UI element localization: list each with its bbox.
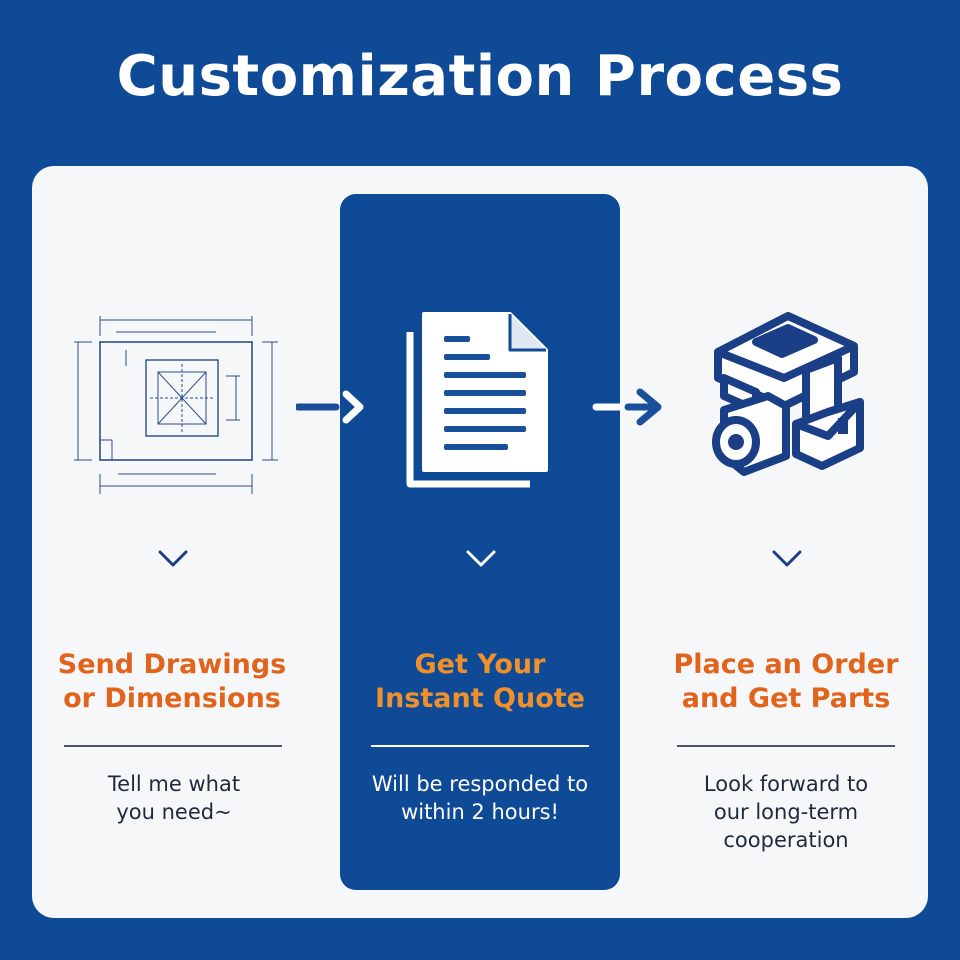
- document-icon: [406, 312, 548, 488]
- arrow-right-icon: [592, 388, 662, 426]
- step-description: Tell me what you need~: [107, 772, 241, 824]
- step-description: Will be responded to within 2 hours!: [371, 772, 589, 824]
- technical-drawing-icon: [74, 316, 278, 494]
- page-title: Customization Process: [116, 44, 844, 109]
- chevron-down-icon: [772, 550, 802, 567]
- divider: [677, 745, 895, 747]
- arrow-right-icon: [296, 390, 364, 424]
- highlighted-step-card: [340, 194, 620, 890]
- divider: [64, 745, 282, 747]
- chevron-down-icon: [466, 550, 496, 567]
- machined-part-icon: [712, 312, 864, 476]
- step-title: Send Drawings or Dimensions: [57, 649, 287, 714]
- step-title: Place an Order and Get Parts: [673, 649, 899, 714]
- divider: [371, 745, 589, 747]
- step-title: Get Your Instant Quote: [375, 649, 585, 714]
- chevron-down-icon: [158, 550, 188, 567]
- step-description: Look forward to our long-term cooperatio…: [703, 772, 869, 852]
